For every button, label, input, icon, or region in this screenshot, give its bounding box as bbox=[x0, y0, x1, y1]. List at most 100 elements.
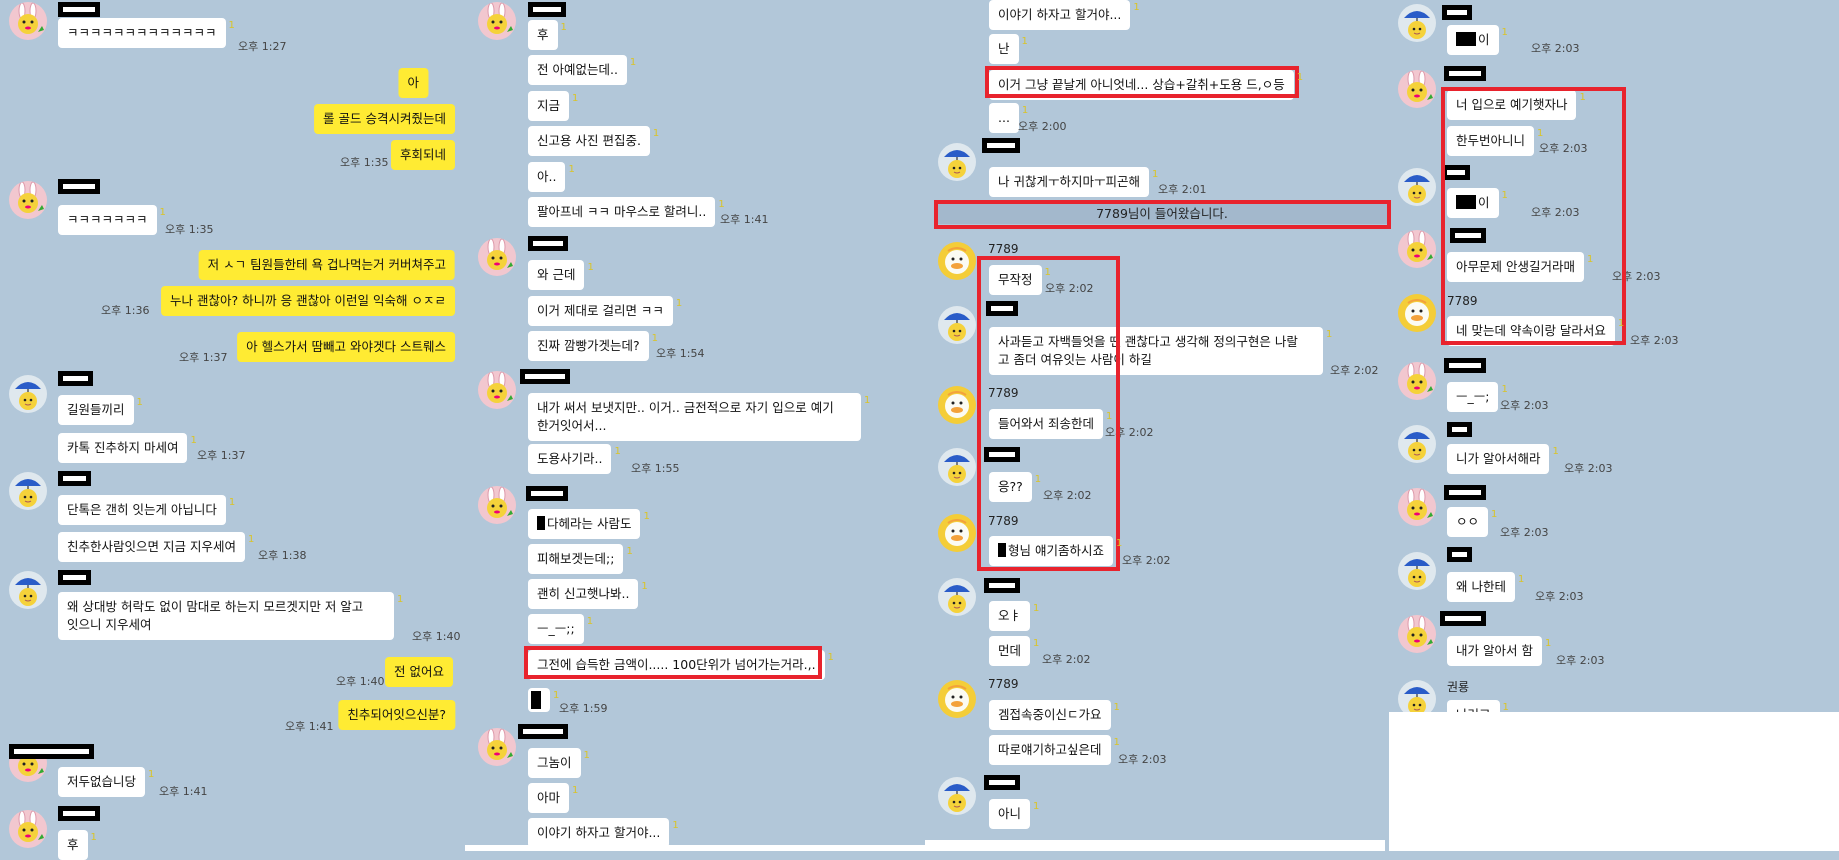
system-message: 7789님이 들어왔습니다. bbox=[936, 204, 1388, 224]
message-bubble: 이거 제대로 걸리면 ㅋㅋ bbox=[528, 296, 673, 326]
message-time: 오후 2:03 bbox=[1535, 590, 1584, 603]
avatar[interactable] bbox=[938, 143, 976, 181]
avatar[interactable] bbox=[478, 486, 516, 524]
avatar[interactable] bbox=[9, 810, 47, 848]
message-bubble: 피해보겟는데;; bbox=[528, 544, 624, 574]
name-redacted bbox=[58, 179, 100, 194]
message-bubble: 형님 얘기좀하시죠 bbox=[989, 536, 1113, 566]
read-count: 1 bbox=[1033, 801, 1040, 812]
message-bubble: 무작정 bbox=[989, 265, 1042, 295]
avatar[interactable] bbox=[1398, 230, 1436, 268]
message-time: 오후 1:35 bbox=[340, 156, 389, 169]
name-redacted bbox=[58, 2, 100, 17]
message-bubble: 아니 bbox=[989, 799, 1031, 829]
message-bubble: 도용사기라.. bbox=[528, 444, 612, 474]
message-bubble: 니가 알아서해라 bbox=[1447, 444, 1550, 474]
read-count: 1 bbox=[1044, 267, 1051, 278]
name-redacted bbox=[9, 744, 94, 759]
message-time: 오후 1:41 bbox=[159, 785, 208, 798]
avatar[interactable] bbox=[938, 386, 976, 424]
sender-name: 7789 bbox=[988, 242, 1019, 256]
avatar[interactable] bbox=[1398, 4, 1436, 42]
message-bubble: 지금 bbox=[528, 91, 570, 121]
message-bubble: ㅇㅇ bbox=[1447, 507, 1489, 537]
message-time: 오후 1:27 bbox=[238, 40, 287, 53]
message-bubble: 난 bbox=[989, 34, 1019, 64]
avatar[interactable] bbox=[938, 578, 976, 616]
name-redacted bbox=[1442, 5, 1472, 20]
message-time: 오후 2:01 bbox=[1158, 183, 1207, 196]
message-bubble: ㅋㅋㅋㅋㅋㅋㅋㅋㅋㅋㅋㅋㅋ bbox=[58, 18, 226, 48]
read-count: 1 bbox=[643, 511, 650, 522]
name-redacted bbox=[1447, 422, 1472, 437]
avatar[interactable] bbox=[478, 728, 516, 766]
avatar[interactable] bbox=[9, 2, 47, 40]
message-time: 오후 1:59 bbox=[559, 702, 608, 715]
read-count: 1 bbox=[641, 581, 648, 592]
read-count: 1 bbox=[1491, 509, 1498, 520]
message-time: 오후 2:02 bbox=[1330, 364, 1379, 377]
message-time: 오후 2:03 bbox=[1531, 206, 1580, 219]
message-bubble: 진짜 깜빵가겟는데? bbox=[528, 331, 649, 361]
message-time: 오후 1:54 bbox=[656, 347, 705, 360]
message-bubble: ... bbox=[989, 103, 1019, 133]
avatar[interactable] bbox=[938, 514, 976, 552]
message-bubble: 후 bbox=[528, 20, 558, 50]
name-redacted bbox=[58, 371, 93, 386]
message-time: 오후 1:37 bbox=[197, 449, 246, 462]
avatar[interactable] bbox=[1398, 552, 1436, 590]
avatar[interactable] bbox=[9, 375, 47, 413]
read-count: 1 bbox=[1115, 538, 1123, 549]
avatar[interactable] bbox=[938, 680, 976, 718]
name-redacted bbox=[982, 138, 1020, 153]
message-time: 오후 2:03 bbox=[1500, 526, 1549, 539]
avatar[interactable] bbox=[9, 472, 47, 510]
message-bubble bbox=[528, 688, 550, 712]
read-count: 1 bbox=[568, 164, 575, 175]
avatar[interactable] bbox=[1398, 168, 1436, 206]
blank-region bbox=[925, 840, 1385, 851]
message-time: 오후 2:02 bbox=[1043, 489, 1092, 502]
message-bubble: 한두번아니니 bbox=[1447, 126, 1535, 156]
avatar[interactable] bbox=[938, 448, 976, 486]
message-time: 오후 2:03 bbox=[1118, 753, 1167, 766]
my-message-bubble: 아 bbox=[398, 68, 428, 98]
message-bubble: 친추한사람잇으면 지금 지우세여 bbox=[58, 532, 245, 562]
read-count: 1 bbox=[1326, 329, 1333, 340]
avatar[interactable] bbox=[478, 238, 516, 276]
read-count: 1 bbox=[629, 57, 637, 68]
read-count: 1 bbox=[651, 333, 658, 344]
avatar[interactable] bbox=[478, 371, 516, 409]
avatar[interactable] bbox=[9, 181, 47, 219]
blank-region bbox=[1389, 712, 1839, 851]
read-count: 1 bbox=[672, 820, 679, 831]
message-bubble: 아마 bbox=[528, 783, 570, 813]
read-count: 1 bbox=[1105, 411, 1113, 422]
message-bubble: 네 맞는데 약속이랑 달라서요 bbox=[1447, 316, 1615, 346]
avatar[interactable] bbox=[1398, 362, 1436, 400]
avatar[interactable] bbox=[1398, 615, 1436, 653]
message-time: 오후 2:03 bbox=[1612, 270, 1661, 283]
avatar[interactable] bbox=[1398, 294, 1436, 332]
name-redacted bbox=[984, 775, 1020, 790]
name-redacted bbox=[984, 578, 1020, 593]
avatar[interactable] bbox=[938, 777, 976, 815]
message-time: 오후 1:41 bbox=[720, 213, 769, 226]
avatar[interactable] bbox=[9, 571, 47, 609]
avatar[interactable] bbox=[938, 306, 976, 344]
message-time: 오후 1:40 bbox=[336, 675, 385, 688]
avatar[interactable] bbox=[1398, 680, 1436, 718]
message-bubble: 따로얘기하고싶은데 bbox=[989, 735, 1111, 765]
read-count: 1 bbox=[560, 22, 567, 33]
avatar[interactable] bbox=[478, 2, 516, 40]
avatar[interactable] bbox=[938, 242, 976, 280]
message-bubble: 아.. bbox=[528, 162, 566, 192]
message-bubble: ㅡ_ㅡ; bbox=[1447, 382, 1499, 412]
avatar[interactable] bbox=[1398, 70, 1436, 108]
read-count: 1 bbox=[583, 750, 590, 761]
message-bubble: 이거 그냥 끝날게 아니엇네... 상습+갈취+도용 드,ㅇ등 bbox=[989, 70, 1294, 100]
avatar[interactable] bbox=[1398, 425, 1436, 463]
avatar[interactable] bbox=[1398, 488, 1436, 526]
message-bubble: 그전에 습득한 금액이..... 100단위가 넘어가는거라.,. bbox=[528, 650, 825, 680]
read-count: 1 bbox=[190, 435, 197, 446]
